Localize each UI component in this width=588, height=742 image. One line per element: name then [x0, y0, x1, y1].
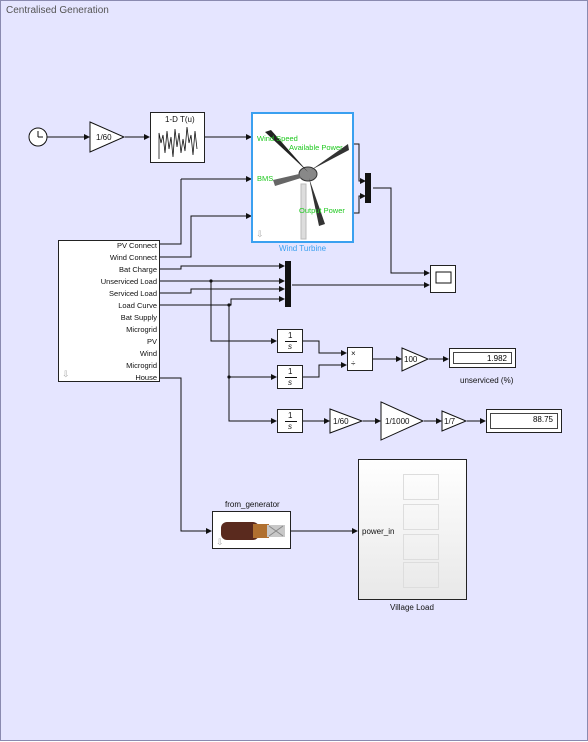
diagram-title: Centralised Generation	[6, 5, 109, 16]
scope-icon	[435, 271, 452, 284]
gain-100-label: 100	[404, 355, 418, 364]
down-arrow-icon: ⇩	[256, 229, 264, 239]
port-microgrid-out: Microgrid	[126, 361, 157, 370]
display-unserviced[interactable]: 1.982	[449, 348, 516, 368]
house-tile-4	[403, 562, 439, 588]
integrator-2-num: 1	[288, 367, 293, 376]
scope-block[interactable]	[430, 265, 456, 293]
product-div: ÷	[351, 359, 356, 368]
wind-turbine-label: Wind Turbine	[279, 244, 327, 253]
mux-block-1[interactable]	[365, 173, 371, 203]
port-available-power: Available Power	[289, 143, 343, 152]
integrator-block-3[interactable]: 1 s	[277, 409, 303, 433]
integrator-block-2[interactable]: 1 s	[277, 365, 303, 389]
wind-turbine-block[interactable]: Wind Speed Available Power BMS Output Po…	[251, 112, 354, 243]
integrator-3-den: s	[288, 422, 292, 431]
gain-1-label: 1/60	[96, 133, 112, 142]
cable-icon	[221, 522, 285, 540]
port-pv-connect: PV Connect	[116, 241, 157, 250]
port-wind: Wind	[139, 349, 157, 358]
house-tile-2	[403, 504, 439, 530]
product-mul: ×	[351, 349, 356, 358]
mux-block-2[interactable]	[285, 261, 291, 307]
port-microgrid-in: Microgrid	[126, 325, 157, 334]
product-block[interactable]: × ÷	[347, 347, 373, 371]
power-in-port: power_in	[362, 527, 395, 536]
gain-1000-label: 1/1000	[385, 417, 410, 426]
village-load-block[interactable]: power_in	[358, 459, 467, 600]
down-arrow-icon-3: ⇩	[216, 537, 224, 547]
integrator-1-num: 1	[288, 331, 293, 340]
from-generator-label: from_generator	[225, 500, 280, 509]
port-bms: BMS	[257, 174, 274, 183]
port-load-curve: Load Curve	[118, 301, 157, 310]
integrator-1-den: s	[288, 342, 292, 351]
down-arrow-icon-2: ⇩	[62, 369, 70, 379]
port-unserviced-load: Unserviced Load	[100, 277, 157, 286]
integrator-3-num: 1	[288, 411, 293, 420]
port-pv: PV	[146, 337, 157, 346]
display-2-value: 88.75	[490, 413, 558, 429]
lookup-plot-icon	[158, 126, 198, 159]
integrator-block-1[interactable]: 1 s	[277, 329, 303, 353]
house-tile-3	[403, 534, 439, 560]
gain-160-label: 1/60	[333, 417, 349, 426]
gain-7-label: 1/7	[444, 417, 456, 426]
integrator-2-den: s	[288, 378, 292, 387]
port-wind-speed: Wind Speed	[257, 134, 298, 143]
unserviced-label: unserviced (%)	[460, 376, 514, 385]
fraction-line	[285, 421, 297, 422]
lookup-table-block[interactable]: 1-D T(u)	[150, 112, 205, 163]
house-tile-1	[403, 474, 439, 500]
display-unserviced-value: 1.982	[453, 352, 512, 364]
fraction-line	[285, 377, 297, 378]
port-serviced-load: Serviced Load	[109, 289, 157, 298]
controller-subsystem[interactable]: ⇩	[58, 240, 160, 382]
from-generator-block[interactable]: ⇩	[212, 511, 291, 549]
port-house: House	[135, 373, 157, 382]
display-2[interactable]: 88.75	[486, 409, 562, 433]
wind-turbine-icon	[265, 130, 349, 240]
village-load-label: Village Load	[390, 603, 434, 612]
lookup-label: 1-D T(u)	[165, 115, 195, 124]
port-bat-supply: Bat Supply	[120, 313, 157, 322]
port-bat-charge: Bat Charge	[119, 265, 157, 274]
port-wind-connect: Wind Connect	[109, 253, 157, 262]
fraction-line	[285, 341, 297, 342]
port-output-power: Output Power	[299, 206, 345, 215]
